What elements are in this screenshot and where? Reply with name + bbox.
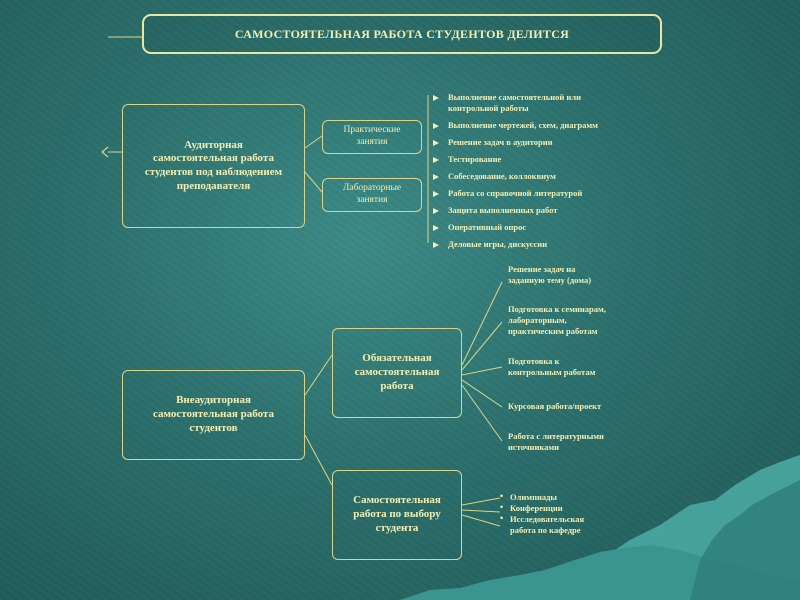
list-item: Работа со справочной литературой [432,188,702,199]
mandatory-item-test-prep: Подготовка к контрольным работам [508,356,596,378]
slide-title: САМОСТОЯТЕЛЬНАЯ РАБОТА СТУДЕНТОВ ДЕЛИТСЯ [142,14,662,54]
elective-work-box: Самостоятельная работа по выбору студент… [332,470,462,560]
mandatory-work-box: Обязательная самостоятельная работа [332,328,462,418]
list-item: Собеседование, коллоквиум [432,171,702,182]
practical-classes-box: Практические занятия [322,120,422,154]
list-item: Защита выполненных работ [432,205,702,216]
list-item: Выполнение чертежей, схем, диаграмм [432,120,702,131]
list-item: Деловые игры, дискуссии [432,239,702,250]
auditorium-work-box: Аудиторная самостоятельная работа студен… [122,104,305,228]
list-item: Конференции [498,502,668,514]
list-item: Исследовательская работа по кафедре [498,513,668,536]
elective-items-list: Олимпиады Конференции Исследовательская … [498,491,668,536]
list-item: Выполнение самостоятельной или контрольн… [432,92,702,114]
list-item: Тестирование [432,154,702,165]
auditorium-activities-list: Выполнение самостоятельной или контрольн… [432,92,702,250]
mandatory-item-seminar-prep: Подготовка к семинарам, лабораторным, пр… [508,304,606,337]
extracurricular-work-box: Внеаудиторная самостоятельная работа сту… [122,370,305,460]
list-item: Решение задач в аудитории [432,137,702,148]
mandatory-item-coursework: Курсовая работа/проект [508,401,602,411]
list-item: Оперативный опрос [432,222,702,233]
mandatory-item-literature: Работа с литературными источниками [508,431,604,453]
list-item: Олимпиады [498,491,668,503]
mandatory-item-home-tasks: Решение задач на заданную тему (дома) [508,264,592,286]
laboratory-classes-box: Лабораторные занятия [322,178,422,212]
